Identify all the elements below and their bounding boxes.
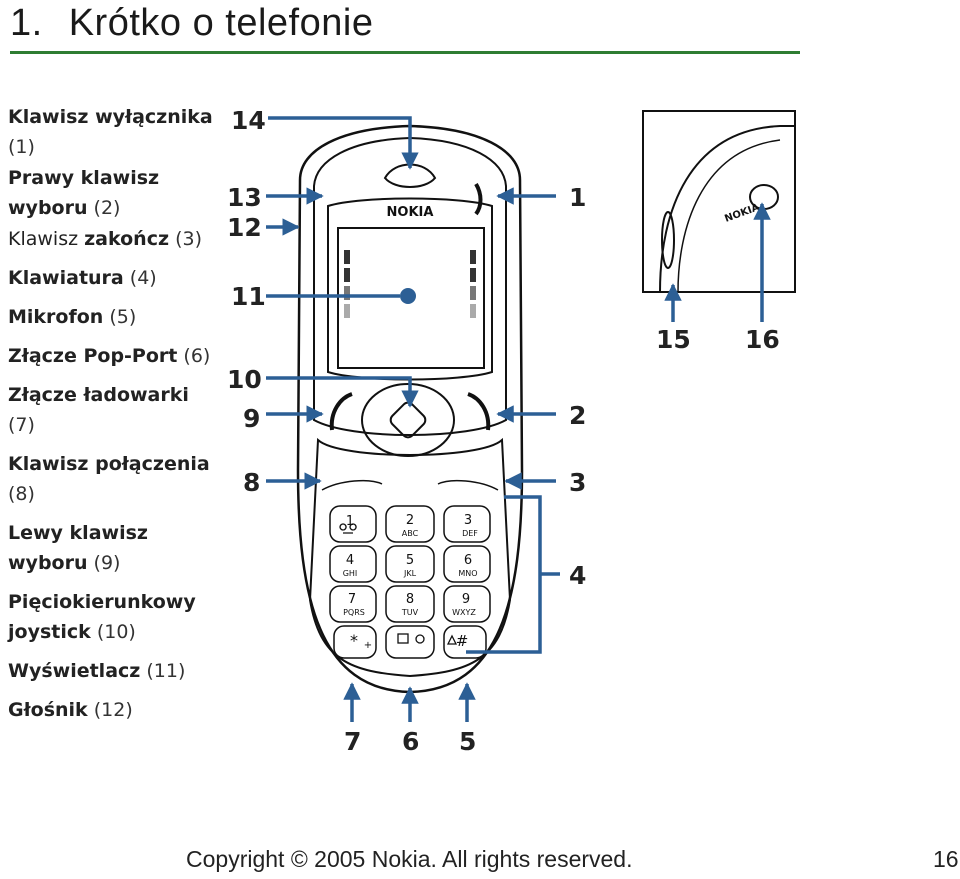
callout-15: 15 (656, 325, 691, 354)
callout-9: 9 (243, 404, 260, 433)
legend-item: Pięciokierunkowy joystick (10) (8, 591, 196, 643)
phone-inner-outline (313, 136, 507, 436)
legend-item: Prawy klawisz wyboru (2) (8, 167, 160, 219)
pop-port-connector (661, 211, 675, 269)
display-indicators (344, 250, 476, 318)
parts-legend: Klawisz wyłącznika (1) Prawy klawisz wyb… (8, 102, 213, 734)
key-4: 4 (346, 553, 354, 568)
copyright-footer: Copyright © 2005 Nokia. All rights reser… (186, 846, 633, 872)
callout-11: 11 (231, 282, 266, 311)
callout-arrows (266, 116, 771, 722)
key-9: 9 (462, 592, 470, 607)
page-title: 1. Krótko o telefonie (10, 2, 373, 45)
phone-top-outline (658, 125, 796, 293)
key-hash: # (456, 632, 469, 650)
callout-4: 4 (569, 561, 586, 590)
shift-icon (446, 634, 458, 645)
legend-item: Klawisz zakończ (3) (8, 228, 202, 250)
key-5-letters: JKL (403, 569, 417, 578)
callout-8: 8 (243, 468, 260, 497)
callout-7: 7 (344, 727, 361, 756)
callout-10: 10 (227, 365, 262, 394)
callout-labels: 14 13 12 11 10 9 8 1 2 3 4 7 6 5 15 16 (227, 106, 780, 756)
legend-item: Lewy klawisz wyboru (9) (8, 522, 148, 574)
key-3: 3 (464, 513, 472, 528)
key-2: 2 (406, 513, 414, 528)
detail-brand-logo: NOKIA (723, 202, 761, 225)
display-screen (337, 227, 485, 369)
chapter-title: Krótko o telefonie (68, 2, 374, 44)
legend-item: Klawisz połączenia (8) (8, 453, 210, 505)
key-6-letters: MNO (458, 569, 477, 578)
key-8: 8 (406, 592, 414, 607)
callout-3: 3 (569, 468, 586, 497)
title-underline (10, 51, 800, 54)
voicemail-icon (339, 523, 357, 534)
display-pointer-dot (400, 288, 416, 304)
earpiece-icon (383, 163, 437, 188)
legend-item: Złącze ładowarki (7) (8, 384, 189, 436)
power-key (474, 182, 483, 216)
callout-5: 5 (459, 727, 476, 756)
left-selection-key (329, 392, 353, 431)
globe-icon (415, 634, 425, 644)
joystick-housing (361, 383, 455, 457)
callout-13: 13 (227, 183, 262, 212)
legend-item: Mikrofon (5) (8, 306, 137, 328)
callout-12: 12 (227, 213, 262, 242)
callout-6: 6 (402, 727, 419, 756)
key-star: * (350, 631, 358, 650)
brand-logo: NOKIA (387, 205, 434, 220)
key-9-letters: WXYZ (452, 608, 476, 617)
key-8-letters: TUV (401, 608, 419, 617)
key-star-plus: + (364, 640, 372, 651)
key-6: 6 (464, 553, 472, 568)
key-5: 5 (406, 553, 414, 568)
chapter-number: 1. (10, 2, 43, 44)
keypad-grid (321, 479, 499, 659)
key-0-icons (339, 523, 458, 645)
legend-item: Klawisz wyłącznika (1) (8, 106, 213, 158)
callout-1: 1 (569, 183, 586, 212)
legend-item: Złącze Pop-Port (6) (8, 345, 211, 367)
legend-item: Głośnik (12) (8, 699, 133, 721)
legend-item: Klawiatura (4) (8, 267, 157, 289)
callout-2: 2 (569, 401, 586, 430)
key-4-letters: GHI (343, 569, 358, 578)
space-icon (397, 633, 409, 644)
legend-item: Wyświetlacz (11) (8, 660, 186, 682)
key-7-letters: PQRS (343, 608, 365, 617)
callout-14: 14 (231, 106, 266, 135)
key-1: 1 (346, 514, 354, 529)
arrow-14 (268, 116, 419, 170)
joystick-icon (389, 401, 427, 439)
right-selection-key (467, 392, 491, 431)
key-7: 7 (348, 592, 356, 607)
phone-top-detail: NOKIA (642, 110, 796, 293)
arrow-10 (266, 376, 419, 408)
callout-16: 16 (745, 325, 780, 354)
key-2-letters: ABC (402, 529, 419, 538)
phone-body-outline (296, 124, 524, 694)
keypad-labels: 1 2 ABC 3 DEF 4 GHI 5 JKL 6 MNO 7 PQRS 8… (343, 513, 479, 651)
key-3-letters: DEF (462, 529, 478, 538)
page-number: 16 (933, 846, 959, 872)
